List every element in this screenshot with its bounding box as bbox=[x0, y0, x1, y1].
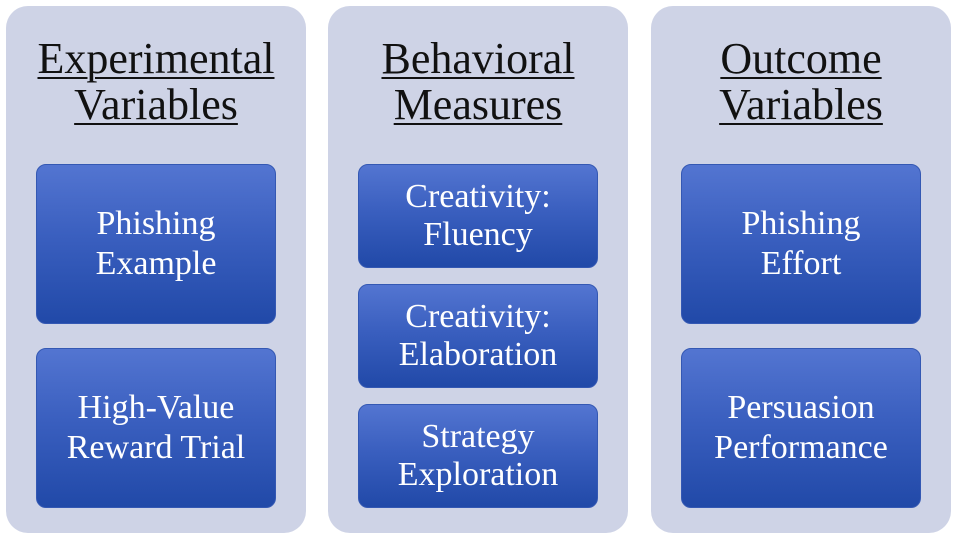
panel-title: Behavioral Measures bbox=[328, 36, 628, 128]
node-label-line: Fluency bbox=[423, 216, 533, 253]
panel-title-line: Experimental bbox=[37, 34, 275, 83]
node-phishing-example: Phishing Example bbox=[36, 164, 276, 324]
panel-title-line: Variables bbox=[719, 80, 883, 129]
node-label-line: Creativity: bbox=[405, 298, 551, 335]
node-label-line: Effort bbox=[760, 245, 842, 282]
node-label-line: Exploration bbox=[397, 456, 559, 493]
panel-behavioral-measures: Behavioral Measures Creativity: Fluency … bbox=[328, 6, 628, 533]
panel-experimental-variables: Experimental Variables Phishing Example … bbox=[6, 6, 306, 533]
node-label-line: Reward Trial bbox=[66, 429, 246, 466]
node-creativity-elaboration: Creativity: Elaboration bbox=[358, 284, 598, 388]
node-label-line: Example bbox=[95, 245, 217, 282]
node-label-line: Phishing bbox=[741, 205, 861, 242]
panel-title-line: Behavioral bbox=[381, 34, 575, 83]
panel-title: Outcome Variables bbox=[651, 36, 951, 128]
node-phishing-effort: Phishing Effort bbox=[681, 164, 921, 324]
panel-title-line: Variables bbox=[74, 80, 238, 129]
panel-title-line: Measures bbox=[393, 80, 563, 129]
panel-title: Experimental Variables bbox=[6, 36, 306, 128]
panel-title-line: Outcome bbox=[720, 34, 882, 83]
node-label-line: Performance bbox=[714, 429, 888, 466]
node-label-line: Phishing bbox=[96, 205, 216, 242]
node-strategy-exploration: Strategy Exploration bbox=[358, 404, 598, 508]
node-creativity-fluency: Creativity: Fluency bbox=[358, 164, 598, 268]
node-label-line: High-Value bbox=[77, 389, 235, 426]
node-persuasion-performance: Persuasion Performance bbox=[681, 348, 921, 508]
node-label-line: Persuasion bbox=[727, 389, 875, 426]
node-label-line: Creativity: bbox=[405, 178, 551, 215]
node-label-line: Strategy bbox=[421, 418, 535, 455]
node-label-line: Elaboration bbox=[398, 336, 558, 373]
panel-outcome-variables: Outcome Variables Phishing Effort Persua… bbox=[651, 6, 951, 533]
node-high-value-reward-trial: High-Value Reward Trial bbox=[36, 348, 276, 508]
